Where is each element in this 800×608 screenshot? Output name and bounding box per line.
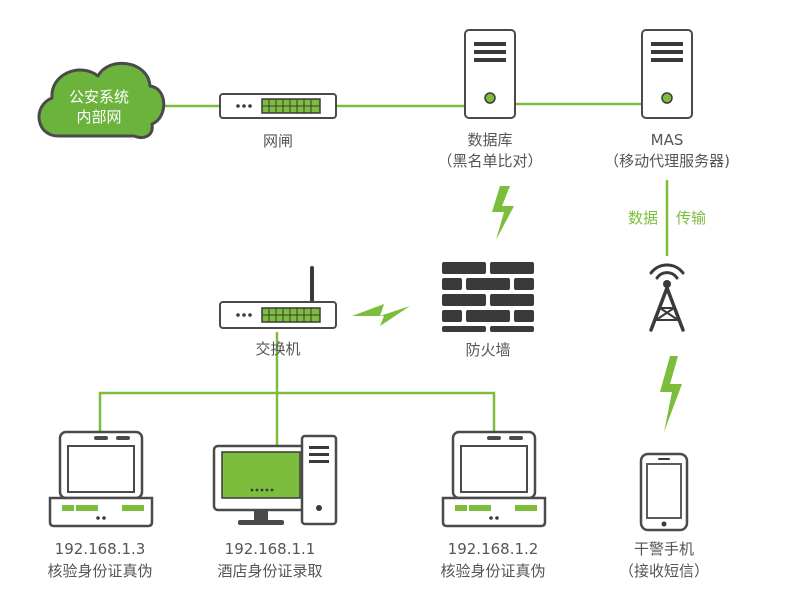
- terminal-1-role: 核验身份证真伪: [47, 562, 153, 580]
- terminal-1-ip: 192.168.1.3: [54, 540, 146, 558]
- wireless-bolts: [352, 186, 682, 432]
- phone-sublabel: （接收短信）: [618, 562, 709, 580]
- database-server-icon: [464, 29, 516, 119]
- lightning-bolt-icon: [660, 356, 682, 432]
- database-label: 数据库: [467, 131, 513, 149]
- link-switch-terminals: [98, 391, 496, 438]
- mas-sublabel: （移动代理服务器): [604, 152, 730, 170]
- terminal-3-ip: 192.168.1.2: [447, 540, 539, 558]
- terminal-2-ip: 192.168.1.1: [224, 540, 316, 558]
- cloud-label-line2: 内部网: [76, 108, 122, 126]
- switch-label: 交换机: [255, 340, 301, 358]
- phone-label: 干警手机: [633, 540, 694, 558]
- gateway-label: 网闸: [262, 132, 293, 150]
- switch-icon: [219, 266, 337, 329]
- id-verification-terminal-icon: [48, 430, 154, 528]
- connection-lines: [98, 102, 669, 452]
- terminal-2-role: 酒店身份证录取: [217, 562, 323, 580]
- mas-label: MAS: [650, 131, 684, 149]
- cloud-icon: [37, 61, 166, 139]
- terminal-3-role: 核验身份证真伪: [440, 562, 546, 580]
- firewall-brick-icon: [442, 262, 534, 332]
- mas-server-icon: [641, 29, 693, 119]
- database-sublabel: （黑名单比对）: [437, 152, 543, 170]
- gateway-icon: [219, 93, 337, 119]
- desktop-pc-icon: [212, 434, 338, 526]
- id-verification-terminal-icon: [441, 430, 547, 528]
- lightning-bolt-icon: [352, 304, 410, 326]
- cloud-label-line1: 公安系统: [68, 88, 129, 106]
- smartphone-icon: [639, 452, 689, 532]
- lightning-bolt-icon: [492, 186, 514, 240]
- antenna-tower-icon: [649, 263, 685, 332]
- firewall-label: 防火墙: [465, 341, 511, 359]
- transfer-label-left: 数据: [627, 209, 658, 227]
- transfer-label-right: 传输: [676, 209, 707, 227]
